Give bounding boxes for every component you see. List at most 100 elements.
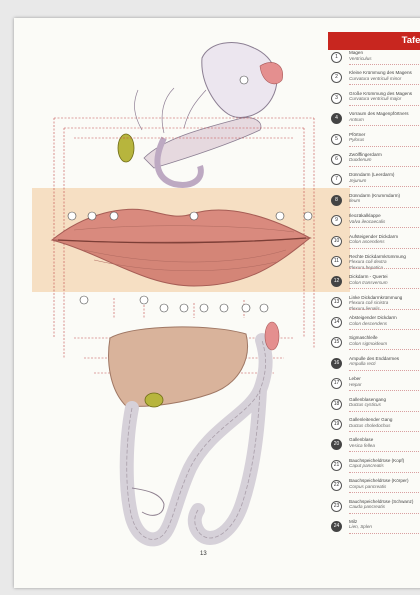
legend-number-badge: 24 [331,521,342,532]
spleen [265,322,279,350]
legend-term-latin: Pylorus [349,137,364,142]
legend-term-german: Pförtner [349,132,365,137]
legend-number-badge: 1 [331,52,342,63]
gallbladder [145,393,163,407]
legend-term-german: Dünndarm (Leerdarm) [349,172,394,177]
legend-term-latin: Colon descendens [349,321,387,326]
legend-term-latin: Flexura coli dextra [349,259,387,264]
legend-item: 7 Dünndarm (Leerdarm)Jejunum [327,170,420,190]
legend-underline [349,472,420,473]
legend-underline [349,492,420,493]
legend-underline [349,349,420,350]
legend-number-badge: 12 [331,276,342,287]
legend-underline [349,390,420,391]
legend-term-latin: Vesica fellea [349,443,375,448]
legend-term-latin: Corpus pancreatis [349,484,386,489]
legend-term-german: Linke Dickdarmkrümmung [349,295,402,300]
legend-underline [349,186,420,187]
legend-term-latin: Valva ileocaecalis [349,219,385,224]
legend-term-german: Dickdarm - Quertei [349,274,388,279]
legend-number-badge: 7 [331,174,342,185]
legend-term-german: Ampulle des Enddarmes [349,356,399,361]
legend-underline [349,370,420,371]
legend-term-latin: Curvatura ventriculi minor [349,76,401,81]
legend-item: 4Vorraum des MagenpförtnersAntrum [327,109,420,129]
legend-term-german: Kleine Krümmung des Magens [349,70,412,75]
legend-term-latin: Ampulla recti [349,361,376,366]
legend-underline [349,268,420,269]
legend-underline [349,125,420,126]
legend-term-german: Milz [349,519,357,524]
legend-underline [349,227,420,228]
legend-term-latin: Flexura coli sinistra [349,300,388,305]
legend-underline [349,513,420,514]
legend-underline [349,329,420,330]
legend-term-german: Zwölffingerdarm [349,152,382,157]
legend-underline [349,64,420,65]
legend-number-badge: 13 [331,297,342,308]
legend-underline [349,207,420,208]
legend-term-latin: Colon ascendens [349,239,385,244]
legend-term-german: Gallenleitender Gang [349,417,392,422]
legend-term-latin: Colon transversum [349,280,388,285]
legend-number-badge: 3 [331,93,342,104]
legend-number-badge: 2 [331,72,342,83]
legend-underline [349,451,420,452]
legend-number-badge: 17 [331,378,342,389]
legend-underline [349,533,420,534]
legend-number-badge: 18 [331,399,342,410]
legend-number-badge: 8 [331,195,342,206]
legend-term-latin: Ventriculus [349,56,372,61]
legend-term-german: Bauchspeicheldrüse (Kopf) [349,458,404,463]
legend-number-badge: 9 [331,215,342,226]
legend-term-german: Absteigender Dickdarm [349,315,397,320]
legend-term-latin: Cauda pancreatis [349,504,385,509]
legend-number-badge: 20 [331,439,342,450]
legend-term-german: Gallenblasengang [349,397,386,402]
legend-underline [349,166,420,167]
legend-number-badge: 11 [331,256,342,267]
legend-item: 19Gallenleitender GangDuctus choledochus [327,415,420,435]
legend-term-latin: Ductus choledochus [349,423,390,428]
legend-term-german: Rechte Dickdarmkrümmung [349,254,406,259]
legend-term-german: Große Krümmung des Magens [349,91,412,96]
legend-term-latin: Antrum [349,117,364,122]
legend-underline [349,146,420,147]
legend-number-badge: 10 [331,236,342,247]
legend-term-german: Sigmaschleife [349,335,378,340]
legend-term-german: Magen [349,50,363,55]
legend-underline [349,411,420,412]
legend-term-latin: Caput pancreatis [349,463,384,468]
legend-number-badge: 5 [331,134,342,145]
legend-term-latin: Ileum [349,198,360,203]
legend-item: 8 Dünndarm (Krummdarm)Ileum [327,191,420,211]
legend-underline [349,431,420,432]
legend-underline [349,105,420,106]
legend-number-badge: 6 [331,154,342,165]
legend-number-badge: 15 [331,337,342,348]
legend-term-german: Dünndarm (Krummdarm) [349,193,400,198]
legend-term-german: Bauchspeicheldrüse (Schwanz) [349,499,413,504]
legend-number-badge: 22 [331,480,342,491]
legend-term-german: Aufsteigender Dickdarm [349,234,398,239]
legend-number-badge: 14 [331,317,342,328]
legend-underline [349,84,420,85]
legend-term-latin: Jejunum [349,178,366,183]
legend-item: 24MilzLien, Splen [327,517,420,537]
legend-term-german: Vorraum des Magenpförtners [349,111,409,116]
